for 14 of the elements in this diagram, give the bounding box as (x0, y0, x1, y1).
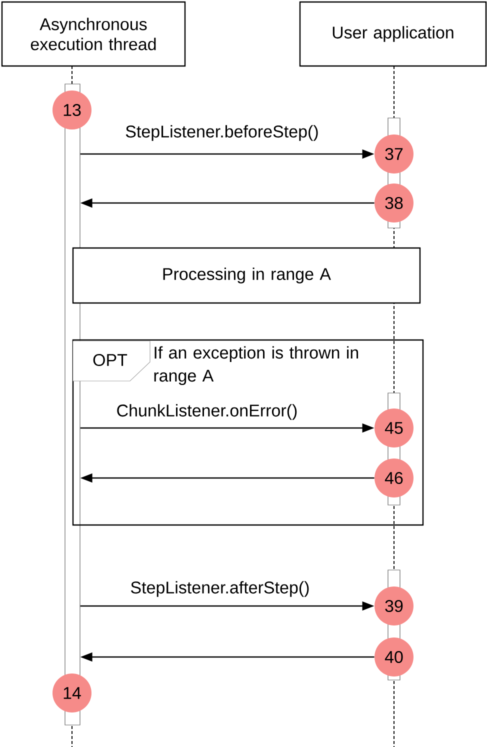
edge-label: ChunkListener.onError() (115, 403, 299, 421)
step-number: 38 (374, 184, 414, 222)
process-box: Processing in range A (72, 247, 421, 304)
step-number: 45 (374, 408, 414, 448)
edge-label: StepListener.beforeStep() (124, 124, 320, 142)
lifeline-header: User application (299, 1, 487, 67)
step-number: 46 (374, 458, 414, 498)
step-number: 39 (374, 586, 414, 626)
step-number: 40 (374, 638, 414, 676)
step-number: 13 (52, 90, 92, 130)
lifeline-header: Asynchronous execution thread (1, 1, 186, 67)
step-number: 14 (52, 674, 92, 712)
edge-label: StepListener.afterStep() (129, 580, 311, 598)
step-number: 37 (374, 134, 414, 174)
